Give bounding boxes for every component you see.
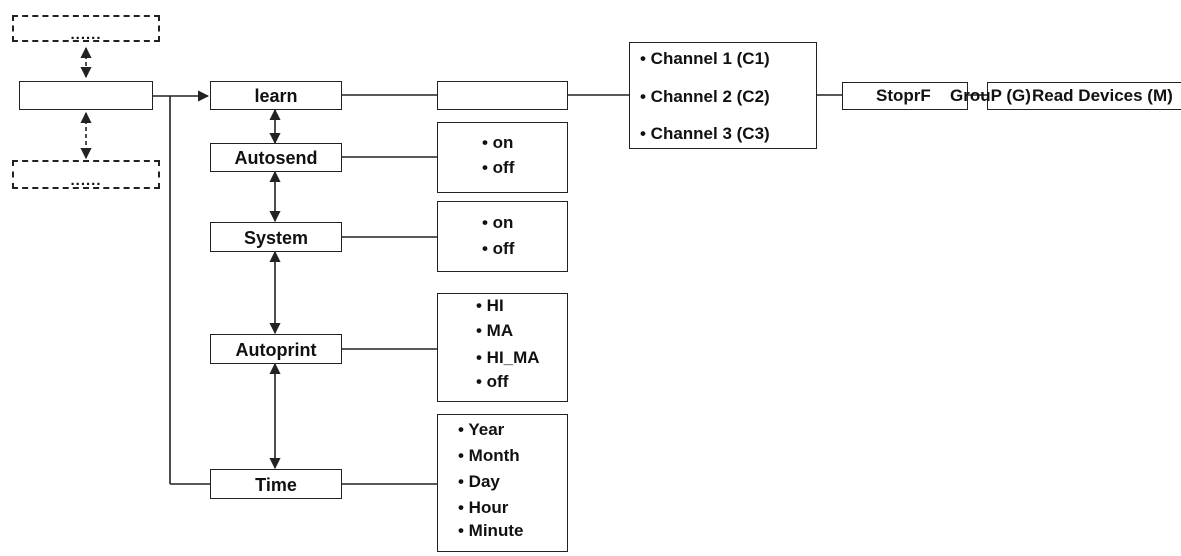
menu-item-system[interactable]: System [210, 222, 342, 252]
system-option[interactable]: • off [482, 239, 515, 258]
time-option[interactable]: • Hour [458, 498, 509, 517]
autoprint-options-box: • HI • MA • HI_MA • off [437, 293, 568, 402]
stoprf-label: StoprF [876, 86, 931, 105]
autosend-option[interactable]: • off [482, 158, 515, 177]
menu-item-learn[interactable]: learn [210, 81, 342, 110]
learn-channels-box: • Channel 1 (C1) • Channel 2 (C2) • Chan… [629, 42, 817, 149]
system-options-box: • on • off [437, 201, 568, 272]
learn-label: learn [254, 86, 298, 106]
menu-item-autosend[interactable]: Autosend [210, 143, 342, 172]
learn-submenu-box[interactable] [437, 81, 568, 110]
read-devices-label: Read Devices (M) [1032, 86, 1173, 105]
autoprint-option[interactable]: • HI_MA [476, 348, 540, 367]
autosend-options-box: • on • off [437, 122, 568, 193]
learn-chain-box[interactable] [987, 82, 1181, 110]
time-label: Time [255, 475, 297, 495]
autoprint-option[interactable]: • MA [476, 321, 514, 340]
channel-option[interactable]: • Channel 1 (C1) [640, 49, 770, 68]
autoprint-option[interactable]: • HI [476, 296, 504, 315]
group-label: GrouP (G) [950, 86, 1031, 105]
time-option[interactable]: • Day [458, 472, 500, 491]
previous-placeholder-dots: ...... [70, 26, 102, 43]
next-placeholder-dots: ...... [70, 172, 102, 189]
menu-item-time[interactable]: Time [210, 469, 342, 499]
system-option[interactable]: • on [482, 213, 514, 232]
autoprint-label: Autoprint [235, 340, 317, 360]
time-option[interactable]: • Minute [458, 521, 524, 540]
time-option[interactable]: • Year [458, 420, 505, 439]
system-label: System [243, 228, 309, 248]
next-menu-placeholder: ...... [12, 160, 160, 189]
previous-menu-placeholder: ...... [12, 15, 160, 43]
channel-option[interactable]: • Channel 2 (C2) [640, 87, 770, 106]
time-options-box: • Year • Month • Day • Hour • Minute [437, 414, 568, 552]
time-option[interactable]: • Month [458, 446, 520, 465]
autosend-option[interactable]: • on [482, 133, 514, 152]
learn-chain-box[interactable] [842, 82, 968, 110]
autoprint-option[interactable]: • off [476, 372, 509, 391]
current-menu-box[interactable] [19, 81, 153, 110]
menu-item-autoprint[interactable]: Autoprint [210, 334, 342, 364]
autosend-label: Autosend [234, 148, 318, 168]
channel-option[interactable]: • Channel 3 (C3) [640, 124, 770, 143]
